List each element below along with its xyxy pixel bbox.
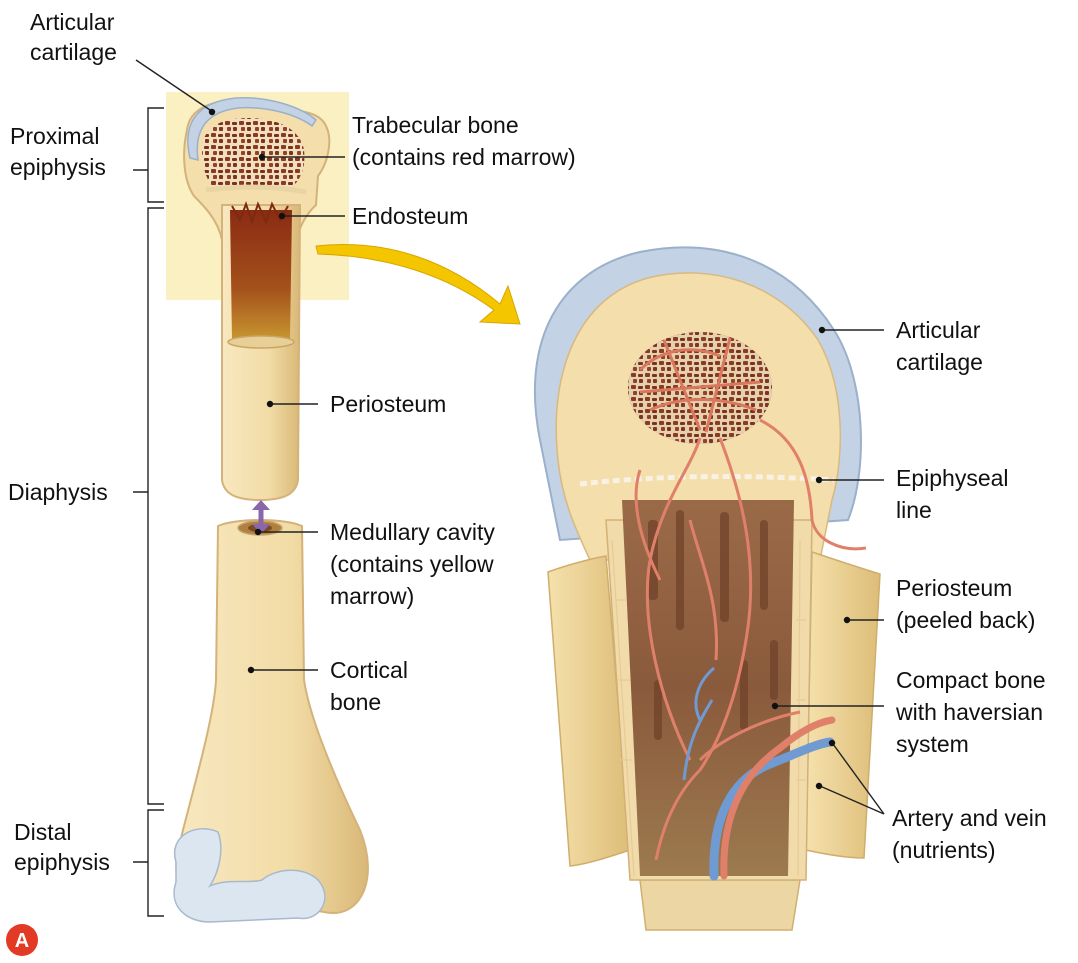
svg-text:A: A — [15, 930, 29, 952]
bracket-proximal — [133, 108, 164, 202]
medullary-marrow-upper — [230, 210, 292, 340]
label-articular-cartilage-right: Articular cartilage — [896, 317, 987, 375]
label-proximal-epiphysis: Proximal epiphysis — [10, 123, 106, 180]
cut-face-upper — [228, 336, 294, 348]
label-artery-vein: Artery and vein (nutrients) — [892, 805, 1053, 863]
label-periosteum-right: Periosteum (peeled back) — [896, 575, 1035, 633]
label-medullary-cavity: Medullary cavity (contains yellow marrow… — [330, 519, 501, 609]
label-compact-bone: Compact bone with haversian system — [895, 667, 1052, 757]
periosteum-flap-right — [806, 552, 880, 858]
label-endosteum: Endosteum — [352, 203, 468, 229]
bracket-diaphysis — [133, 208, 164, 804]
label-cortical-bone: Cortical bone — [330, 657, 414, 715]
region-brackets — [133, 108, 164, 916]
label-trabecular-bone: Trabecular bone (contains red marrow) — [352, 112, 576, 170]
trabecular-bone-right — [628, 332, 772, 444]
right-enlarged-bone — [535, 247, 880, 930]
bracket-distal — [133, 810, 164, 916]
label-distal-epiphysis: Distal epiphysis — [14, 819, 110, 875]
label-periosteum-left: Periosteum — [330, 391, 446, 417]
shaft-stub — [640, 880, 800, 930]
label-epiphyseal-line: Epiphyseal line — [896, 465, 1015, 523]
label-articular-cartilage-left: Articular cartilage — [30, 9, 121, 65]
label-diaphysis: Diaphysis — [8, 479, 108, 505]
trabecular-bone-left — [202, 118, 304, 188]
figure-badge: A — [6, 924, 38, 956]
